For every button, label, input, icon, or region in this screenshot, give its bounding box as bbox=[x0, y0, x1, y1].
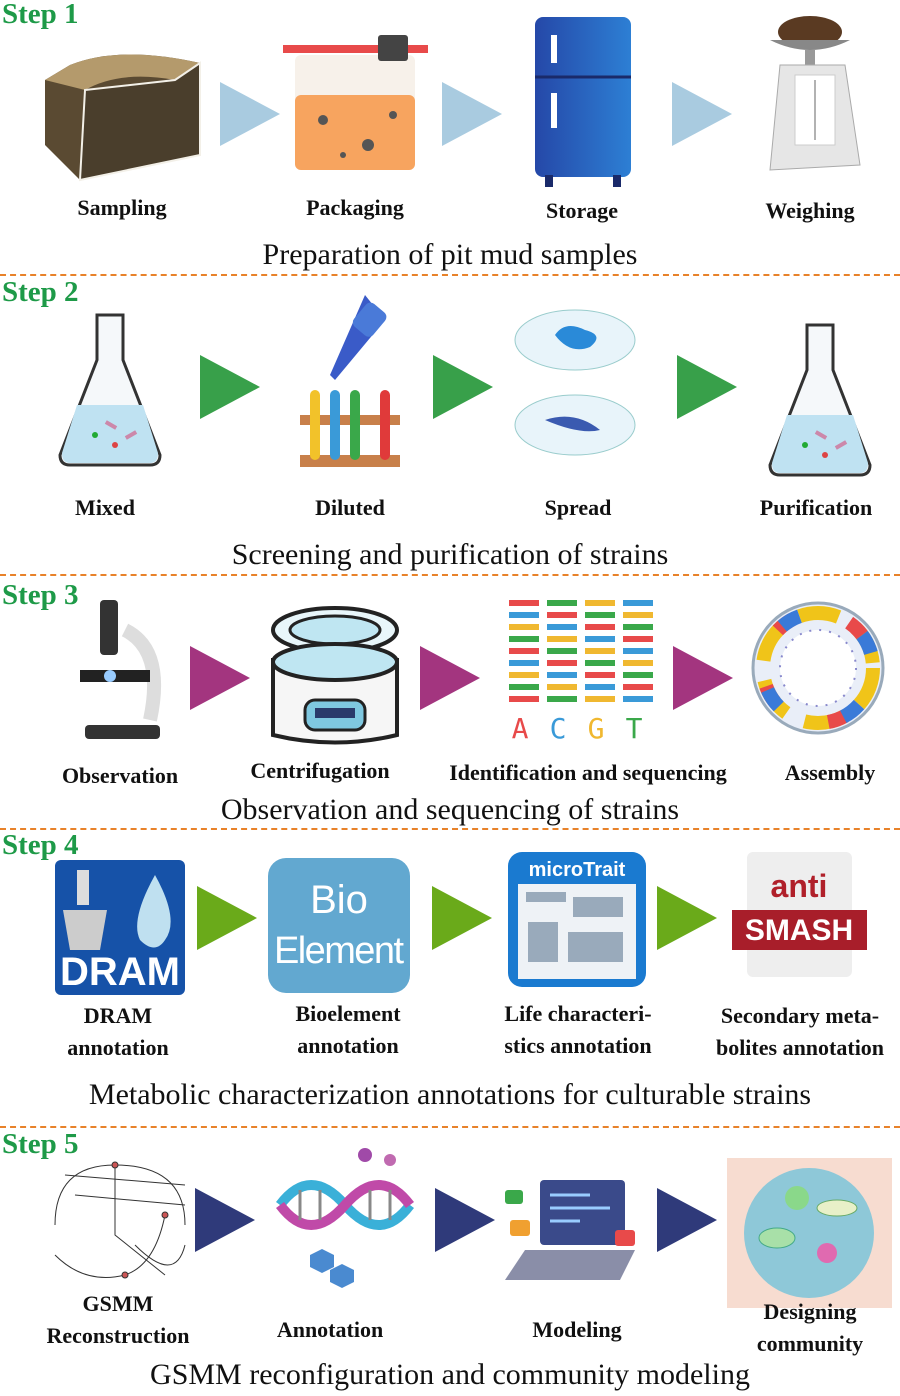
arrow-right-icon bbox=[190, 646, 250, 710]
arrow-right-icon bbox=[657, 886, 717, 950]
step-label: Step 4 bbox=[2, 829, 79, 861]
arrow-right-icon bbox=[435, 1188, 495, 1252]
flask-icon bbox=[55, 305, 165, 470]
pipette-test-tubes-icon bbox=[295, 290, 405, 480]
svg-text:G: G bbox=[588, 712, 605, 743]
arrow-right-icon bbox=[200, 355, 260, 419]
microscope-icon bbox=[70, 600, 170, 745]
svg-text:anti: anti bbox=[771, 868, 828, 904]
step-item-label: Purification bbox=[759, 495, 873, 520]
sample-bag-icon bbox=[283, 35, 428, 175]
genome-circle-icon bbox=[748, 598, 888, 738]
step-item-label: Assembly bbox=[784, 760, 876, 785]
step-item-label: Annotation bbox=[276, 1317, 384, 1342]
step-label: Step 3 bbox=[2, 579, 79, 611]
arrow-right-icon bbox=[197, 886, 257, 950]
step-item-label: Weighing bbox=[765, 198, 855, 223]
step-item-label: Life characteri- stics annotation bbox=[504, 1001, 652, 1058]
svg-text:Bio: Bio bbox=[310, 878, 368, 922]
step-item-label: Spread bbox=[544, 495, 612, 520]
svg-text:T: T bbox=[626, 712, 643, 743]
flask-icon bbox=[765, 315, 875, 480]
step-item-label: Packaging bbox=[306, 195, 404, 220]
microbe-community-icon bbox=[727, 1158, 892, 1308]
metabolic-network-icon bbox=[45, 1155, 190, 1290]
svg-text:DRAM: DRAM bbox=[60, 950, 180, 994]
arrow-right-icon bbox=[220, 82, 280, 146]
svg-text:C: C bbox=[550, 712, 567, 743]
section-divider bbox=[0, 828, 900, 830]
step-caption: Metabolic characterization annotations f… bbox=[88, 1078, 812, 1111]
centrifuge-icon bbox=[265, 600, 405, 750]
arrow-right-icon bbox=[677, 355, 737, 419]
svg-text:A: A bbox=[512, 712, 529, 743]
section-divider bbox=[0, 574, 900, 576]
step-item-label: Identification and sequencing bbox=[449, 760, 727, 785]
step-item-label: Centrifugation bbox=[250, 758, 390, 783]
step-label: Step 1 bbox=[2, 0, 79, 30]
arrow-right-icon bbox=[442, 82, 502, 146]
arrow-right-icon bbox=[672, 82, 732, 146]
step-item-label: Sampling bbox=[77, 195, 167, 220]
laptop-code-icon bbox=[500, 1160, 640, 1290]
soil-block-icon bbox=[40, 45, 205, 185]
step-item-label: Bioelement annotation bbox=[295, 1001, 401, 1058]
step-item-label: DRAM annotation bbox=[67, 1003, 169, 1060]
dram-logo-icon: DRAM bbox=[55, 860, 185, 995]
step-item-label: Modeling bbox=[532, 1317, 622, 1342]
scale-icon bbox=[750, 10, 870, 175]
step-item-label: Diluted bbox=[315, 495, 385, 520]
section-divider bbox=[0, 274, 900, 276]
svg-text:Element: Element bbox=[274, 930, 404, 972]
arrow-right-icon bbox=[657, 1188, 717, 1252]
step-caption: Screening and purification of strains bbox=[231, 538, 669, 571]
step-item-label: Secondary meta- bolites annotation bbox=[715, 1003, 885, 1060]
arrow-right-icon bbox=[433, 355, 493, 419]
microtrait-logo-icon: microTrait bbox=[508, 852, 646, 987]
svg-text:microTrait: microTrait bbox=[529, 859, 626, 881]
arrow-right-icon bbox=[673, 646, 733, 710]
petri-dish-icon bbox=[510, 305, 640, 470]
step-label: Step 5 bbox=[2, 1128, 79, 1160]
arrow-right-icon bbox=[195, 1188, 255, 1252]
dna-helix-icon bbox=[270, 1145, 420, 1290]
step-item-label: Designing community bbox=[756, 1299, 864, 1356]
step-label: Step 2 bbox=[2, 276, 79, 308]
step-item-label: Mixed bbox=[75, 495, 135, 520]
step-caption: Preparation of pit mud samples bbox=[262, 238, 638, 271]
step-item-label: GSMM Reconstruction bbox=[46, 1291, 190, 1348]
step-item-label: Observation bbox=[61, 763, 179, 788]
step-caption: GSMM reconfiguration and community model… bbox=[150, 1358, 750, 1391]
step-caption: Observation and sequencing of strains bbox=[220, 793, 680, 826]
section-divider bbox=[0, 1126, 900, 1128]
svg-text:SMASH: SMASH bbox=[745, 914, 853, 947]
arrow-right-icon bbox=[432, 886, 492, 950]
arrow-right-icon bbox=[420, 646, 480, 710]
refrigerator-icon bbox=[533, 15, 633, 190]
step-item-label: Storage bbox=[545, 198, 619, 223]
